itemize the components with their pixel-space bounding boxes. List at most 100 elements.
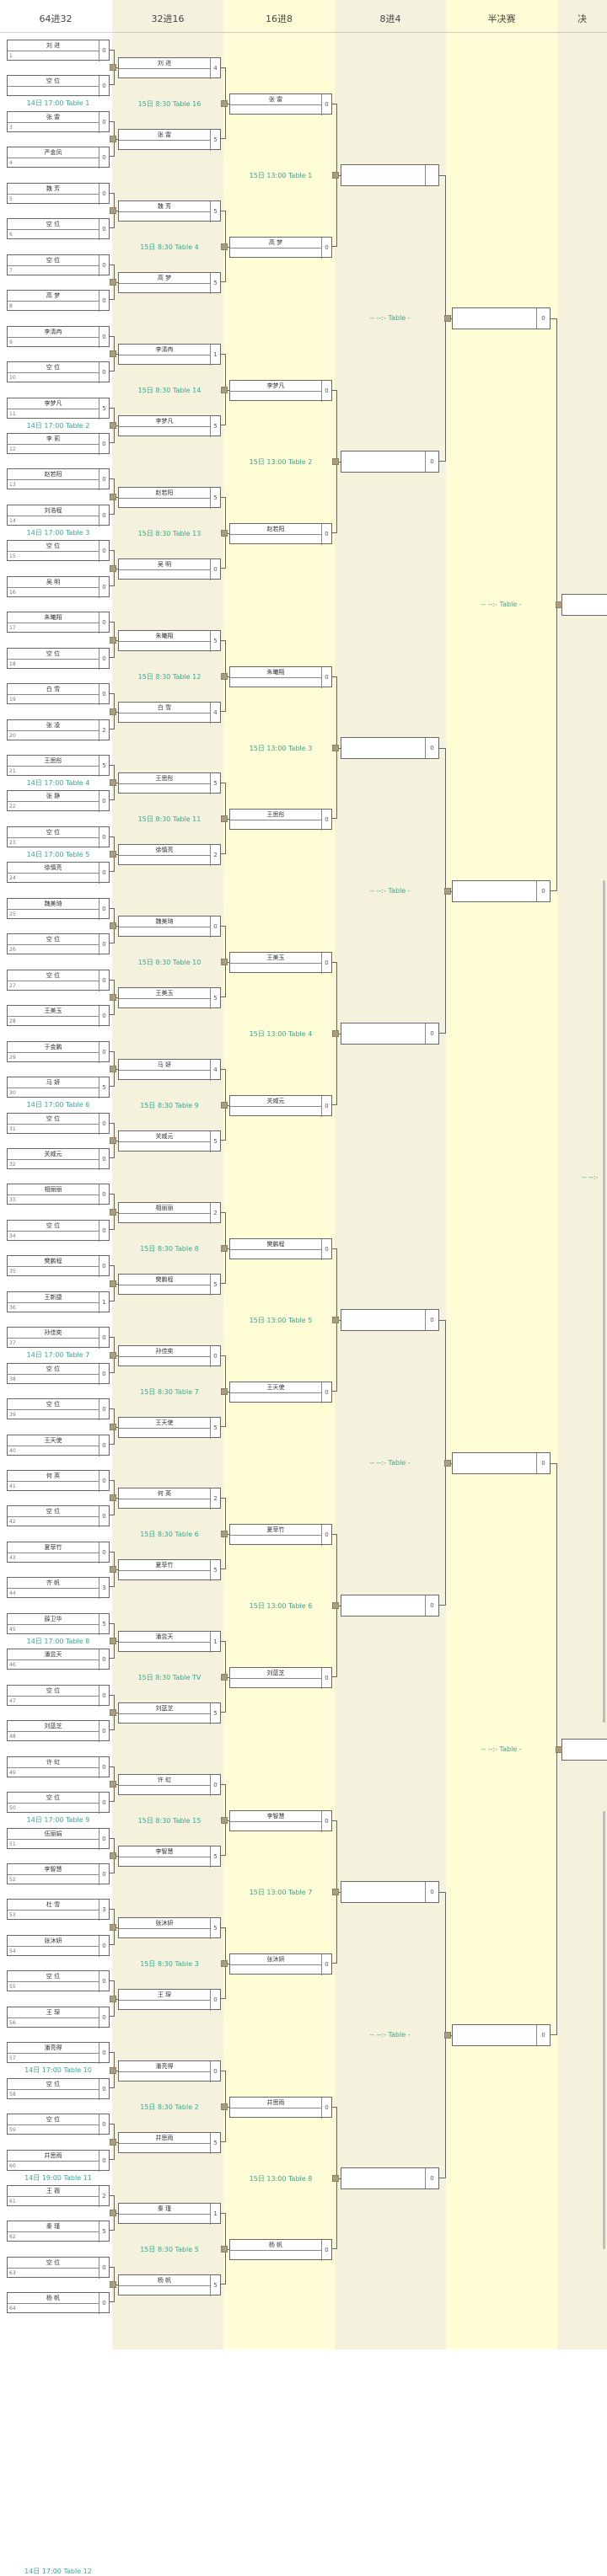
player-slot-r8[interactable]: 0: [341, 1023, 439, 1045]
player-slot-r8[interactable]: 0: [341, 1309, 439, 1331]
vertical-scrollbar[interactable]: [603, 1811, 605, 2249]
player-slot-r8[interactable]: 0: [341, 737, 439, 759]
player-slot-r8[interactable]: 0: [341, 1881, 439, 1903]
player-slot-r8[interactable]: 0: [341, 2167, 439, 2189]
player-slot-final[interactable]: [561, 594, 607, 616]
player-slot-semi[interactable]: 0: [452, 1452, 551, 1474]
player-slot-semi[interactable]: 0: [452, 2024, 551, 2046]
player-slot-semi[interactable]: 0: [452, 880, 551, 902]
